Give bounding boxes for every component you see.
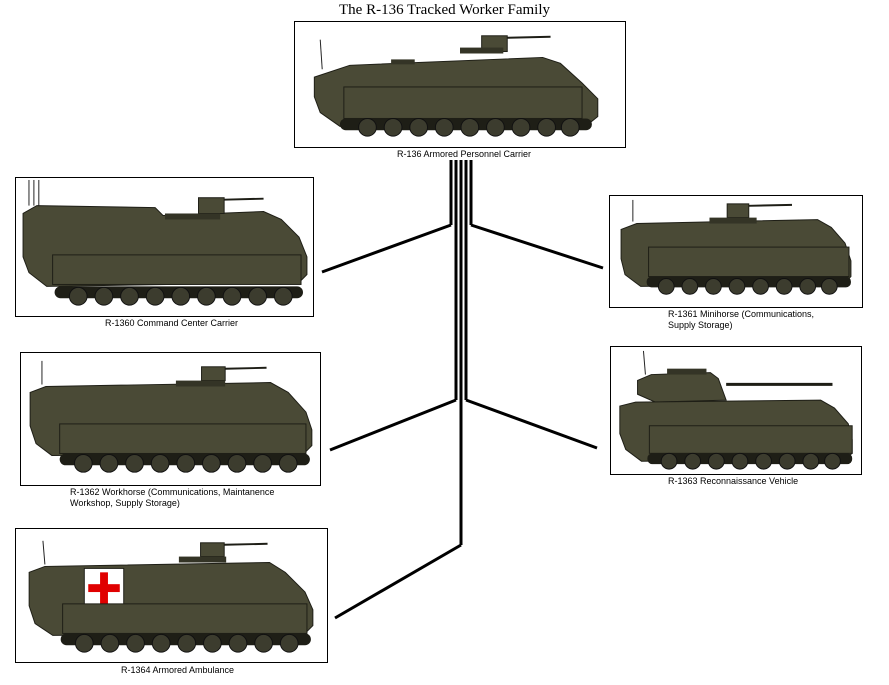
branch-command: [321, 223, 452, 274]
caption-workhorse-line-1: R-1362 Workhorse (Communications, Mainta…: [70, 487, 275, 497]
diagram-title: The R-136 Tracked Worker Family: [339, 2, 550, 18]
command-illustration: [22, 179, 308, 306]
vehicle-frame-recon: [610, 346, 862, 475]
caption-recon: R-1363 Reconnaissance Vehicle: [668, 476, 799, 486]
caption-command: R-1360 Command Center Carrier: [105, 318, 239, 328]
caption-apc: R-136 Armored Personnel Carrier: [397, 149, 532, 159]
caption-minihorse-line-2: Supply Storage): [668, 320, 733, 330]
caption-workhorse: R-1362 Workhorse (Communications, Mainta…: [70, 487, 274, 509]
vehicle-frame-command: [15, 177, 314, 317]
caption-minihorse-line-1: R-1361 Minihorse (Communications,: [668, 309, 815, 319]
vehicle-frame-workhorse: [20, 352, 321, 486]
caption-minihorse: R-1361 Minihorse (Communications, Supply…: [668, 309, 814, 331]
vehicle-frame-apc: [294, 21, 626, 148]
caption-workhorse-line-2: Workshop, Supply Storage): [70, 498, 180, 508]
recon-illustration: [619, 350, 853, 470]
branch-minihorse: [470, 223, 604, 270]
vehicle-frame-minihorse: [609, 195, 863, 308]
branch-recon: [465, 398, 598, 450]
vehicle-frame-ambulance: [15, 528, 328, 663]
branch-workhorse: [329, 398, 457, 452]
caption-ambulance: R-1364 Armored Ambulance: [121, 665, 235, 675]
ambulance-illustration: [28, 540, 314, 653]
apc-illustration: [313, 35, 599, 137]
workhorse-illustration: [29, 360, 313, 473]
branch-ambulance: [334, 543, 462, 620]
minihorse-illustration: [620, 199, 852, 295]
